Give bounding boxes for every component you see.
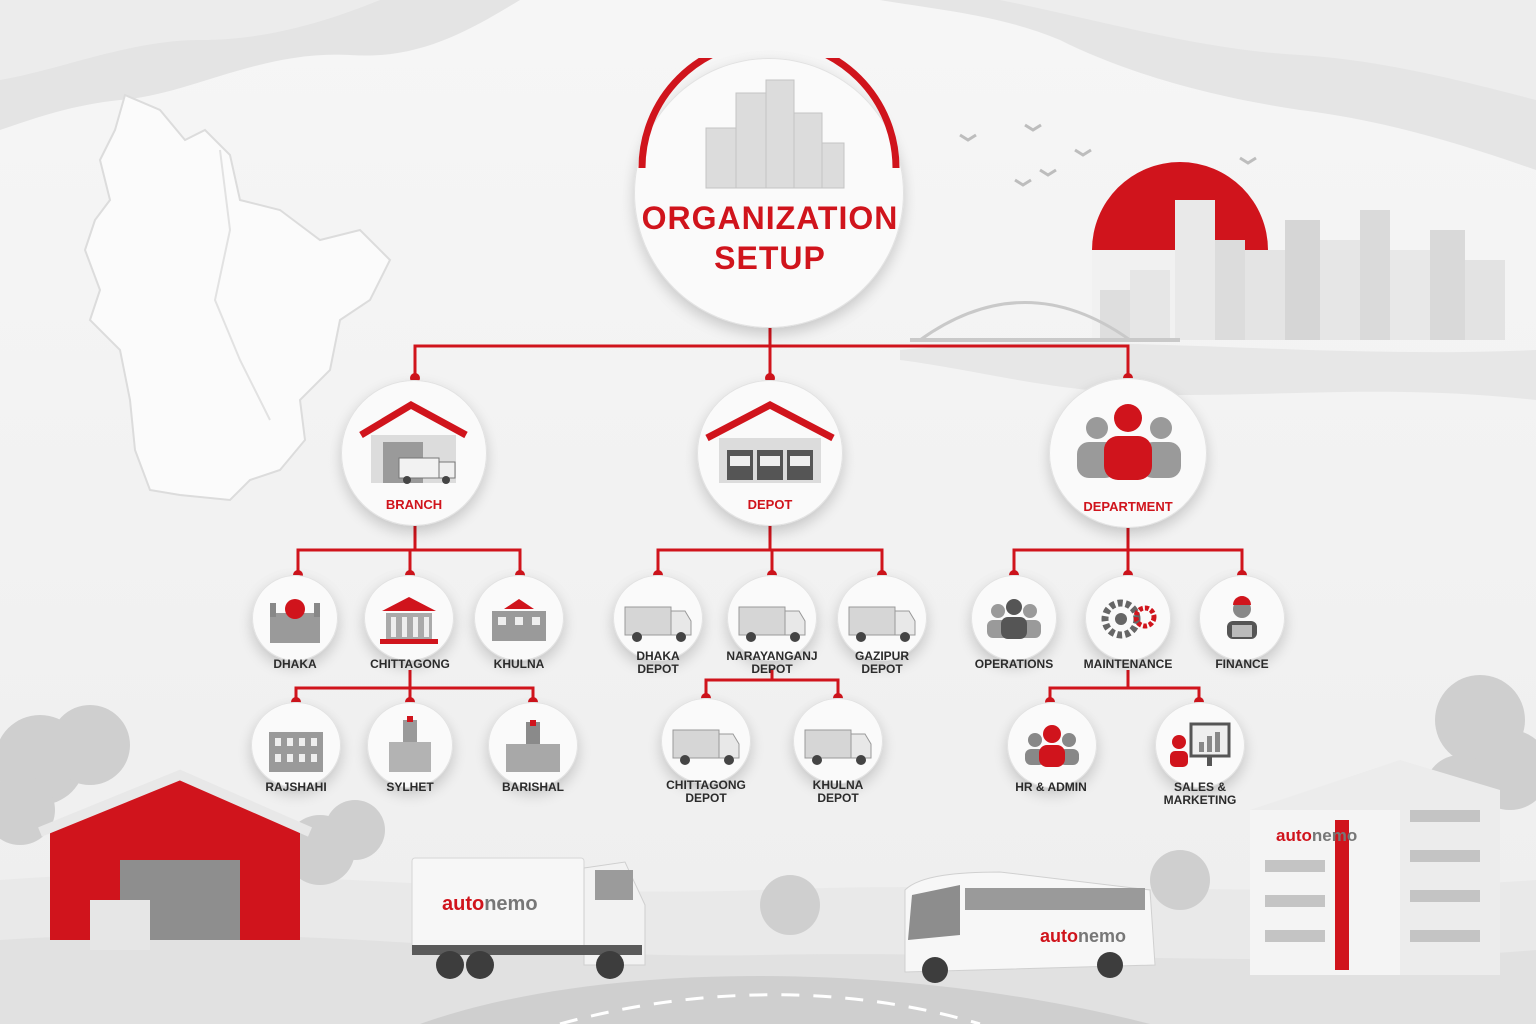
branch-barishal[interactable] xyxy=(488,702,578,788)
dept-finance[interactable] xyxy=(1199,575,1285,661)
depot-node[interactable]: DEPOT xyxy=(697,380,843,526)
presentation-icon xyxy=(1155,702,1245,788)
depot-chittagong-label: CHITTAGONG DEPOT xyxy=(646,779,766,805)
branch-node[interactable]: BRANCH xyxy=(341,380,487,526)
dept-finance-label: FINANCE xyxy=(1192,658,1292,671)
truck-icon xyxy=(661,698,751,784)
dept-maintenance-label: MAINTENANCE xyxy=(1068,658,1188,671)
branch-sylhet[interactable] xyxy=(367,702,453,788)
building-icon xyxy=(252,575,338,661)
gears-icon xyxy=(1085,575,1171,661)
building-icon xyxy=(474,575,564,661)
building-icon xyxy=(251,702,341,788)
branch-sylhet-label: SYLHET xyxy=(360,781,460,794)
truck-icon xyxy=(793,698,883,784)
dept-hr-admin[interactable] xyxy=(1007,702,1097,788)
brand-suffix: nemo xyxy=(1312,826,1357,845)
org-root-node[interactable] xyxy=(634,58,904,328)
department-node[interactable]: DEPARTMENT xyxy=(1049,378,1207,528)
dept-sales-marketing[interactable] xyxy=(1155,702,1245,788)
depot-gazipur-label: GAZIPUR DEPOT xyxy=(832,650,932,676)
branch-label: BRANCH xyxy=(341,498,487,511)
page-title: ORGANIZATION SETUP xyxy=(640,198,900,278)
dept-maintenance[interactable] xyxy=(1085,575,1171,661)
brand-prefix: auto xyxy=(1276,826,1312,845)
depot-chittagong[interactable] xyxy=(661,698,751,784)
branch-khulna-label: KHULNA xyxy=(469,658,569,671)
dept-hr-admin-label: HR & ADMIN xyxy=(996,781,1106,794)
brand-logo-building: autonemo xyxy=(1276,826,1357,846)
depot-label: DEPOT xyxy=(697,498,843,511)
brand-logo-truck: autonemo xyxy=(442,893,538,916)
title-line-2: SETUP xyxy=(640,238,900,278)
brand-prefix: auto xyxy=(1040,926,1078,946)
dept-operations-label: OPERATIONS xyxy=(959,658,1069,671)
branch-chittagong-label: CHITTAGONG xyxy=(350,658,470,671)
branch-dhaka[interactable] xyxy=(252,575,338,661)
depot-narayanganj-label: NARAYANGANJ DEPOT xyxy=(712,650,832,676)
brand-logo-bus: autonemo xyxy=(1040,926,1126,947)
building-icon xyxy=(488,702,578,788)
depot-khulna[interactable] xyxy=(793,698,883,784)
title-line-1: ORGANIZATION xyxy=(640,198,900,238)
city-buildings-icon xyxy=(634,58,904,328)
people-icon xyxy=(1007,702,1097,788)
dept-operations[interactable] xyxy=(971,575,1057,661)
branch-khulna[interactable] xyxy=(474,575,564,661)
department-label: DEPARTMENT xyxy=(1049,500,1207,513)
building-icon xyxy=(367,702,453,788)
brand-suffix: nemo xyxy=(1078,926,1126,946)
team-icon xyxy=(971,575,1057,661)
branch-chittagong[interactable] xyxy=(364,575,454,661)
brand-prefix: auto xyxy=(442,893,484,915)
depot-khulna-label: KHULNA DEPOT xyxy=(788,779,888,805)
depot-dhaka-label: DHAKA DEPOT xyxy=(608,650,708,676)
accountant-icon xyxy=(1199,575,1285,661)
dept-sales-marketing-label: SALES & MARKETING xyxy=(1145,781,1255,807)
brand-suffix: nemo xyxy=(484,893,537,915)
branch-dhaka-label: DHAKA xyxy=(245,658,345,671)
branch-barishal-label: BARISHAL xyxy=(483,781,583,794)
building-icon xyxy=(364,575,454,661)
branch-rajshahi-label: RAJSHAHI xyxy=(246,781,346,794)
branch-rajshahi[interactable] xyxy=(251,702,341,788)
